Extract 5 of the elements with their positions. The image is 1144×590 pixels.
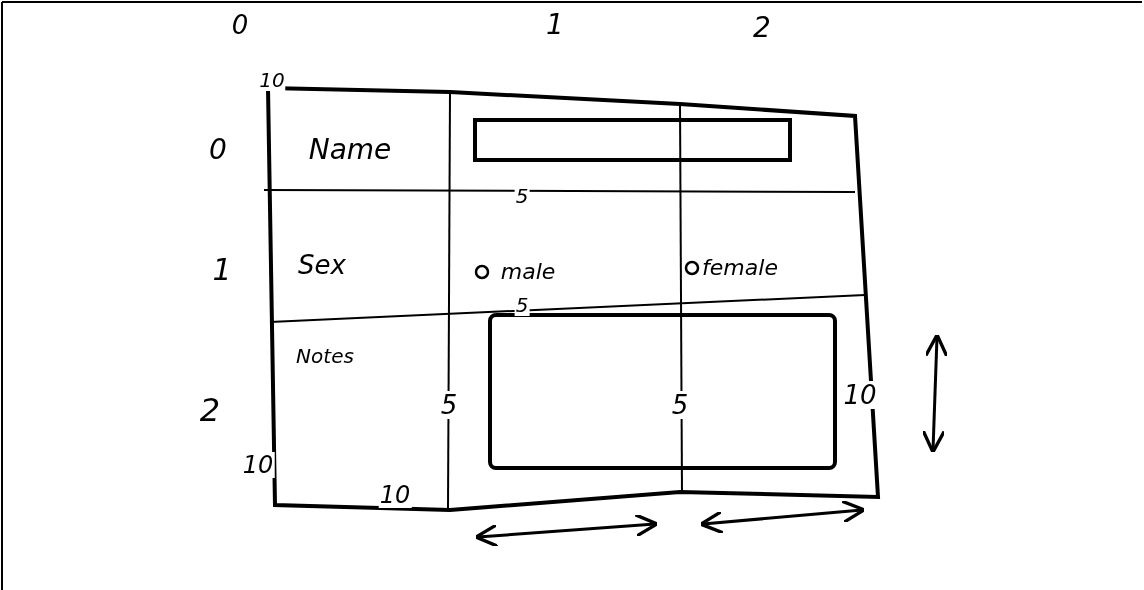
spacing-value: 5 bbox=[439, 391, 459, 419]
spacing-value: 10 bbox=[241, 452, 275, 478]
spacing-value: 5 bbox=[670, 391, 690, 419]
spacing-value: 10 bbox=[842, 381, 878, 409]
spacing-value: 10 bbox=[378, 482, 412, 508]
